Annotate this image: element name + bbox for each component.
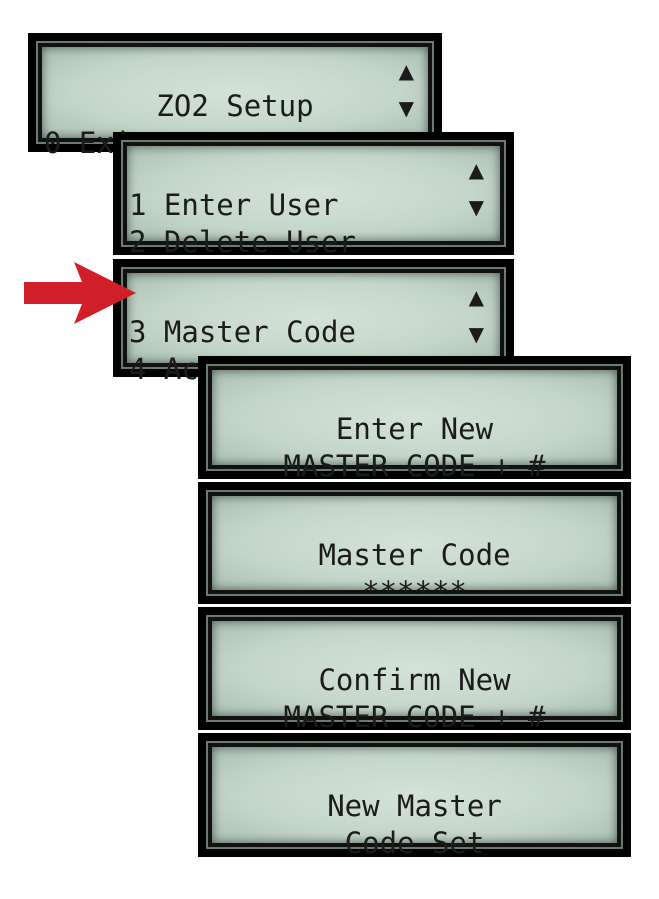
lcd-line-1: ZO2 Setup ▲ <box>42 51 428 199</box>
lcd-line-1: Master Code <box>212 500 617 611</box>
lcd-line-2: 2 Delete User ▼ <box>127 187 500 335</box>
prompt-text: MASTER CODE + # <box>283 700 546 734</box>
lcd-line-2: MASTER CODE + # <box>212 411 617 522</box>
lcd-screen-code-set: New Master Code Set <box>198 733 631 860</box>
lcd-line-1: New Master <box>212 751 617 862</box>
lcd-screen-code-entry: Master Code ****** <box>198 482 631 609</box>
masked-code: ****** <box>362 575 467 609</box>
lcd-line-2: MASTER CODE + # <box>212 662 617 773</box>
lcd-display: 1 Enter User ▲ 2 Delete User ▼ <box>127 146 500 259</box>
lcd-screen-users: 1 Enter User ▲ 2 Delete User ▼ <box>113 132 514 259</box>
lcd-display: 3 Master Code ▲ 4 Access Modes ▼ <box>127 273 500 386</box>
lcd-display: ZO2 Setup ▲ 0 Exit ▼ <box>42 47 428 160</box>
lcd-display: Enter New MASTER CODE + # <box>212 370 617 483</box>
prompt-text: Master Code <box>318 538 511 572</box>
lcd-bezel: ZO2 Setup ▲ 0 Exit ▼ <box>36 41 434 160</box>
lcd-line-2: Code Set <box>212 788 617 899</box>
up-triangle-icon: ▲ <box>468 285 484 309</box>
status-text: New Master <box>327 789 502 823</box>
lcd-line-1: 1 Enter User ▲ <box>127 150 500 298</box>
prompt-text: Confirm New <box>318 663 511 697</box>
red-right-arrow-icon <box>24 262 136 324</box>
lcd-bezel: New Master Code Set <box>206 741 623 860</box>
status-text: Code Set <box>344 826 485 860</box>
menu-item-master-code: 3 Master Code <box>129 315 356 349</box>
lcd-line-1: Enter New <box>212 374 617 485</box>
prompt-text: MASTER CODE + # <box>283 449 546 483</box>
down-triangle-icon: ▼ <box>468 195 484 219</box>
lcd-title: ZO2 Setup <box>156 89 314 123</box>
lcd-line-1: Confirm New <box>212 625 617 736</box>
menu-item-enter-user: 1 Enter User <box>129 188 339 222</box>
menu-item-delete-user: 2 Delete User <box>129 225 356 259</box>
lcd-line-1: 3 Master Code ▲ <box>127 277 500 425</box>
lcd-screen-enter-new: Enter New MASTER CODE + # <box>198 356 631 483</box>
down-triangle-icon: ▼ <box>468 322 484 346</box>
lcd-display: Master Code ****** <box>212 496 617 609</box>
lcd-screen-setup: ZO2 Setup ▲ 0 Exit ▼ <box>28 33 442 160</box>
prompt-text: Enter New <box>335 412 494 446</box>
up-triangle-icon: ▲ <box>468 158 484 182</box>
lcd-bezel: Enter New MASTER CODE + # <box>206 364 623 483</box>
lcd-bezel: Master Code ****** <box>206 490 623 609</box>
lcd-bezel: 3 Master Code ▲ 4 Access Modes ▼ <box>121 267 506 386</box>
down-triangle-icon: ▼ <box>398 96 414 120</box>
up-triangle-icon: ▲ <box>398 59 414 83</box>
lcd-display: Confirm New MASTER CODE + # <box>212 621 617 734</box>
lcd-bezel: Confirm New MASTER CODE + # <box>206 615 623 734</box>
lcd-line-2: ****** <box>212 537 617 648</box>
lcd-bezel: 1 Enter User ▲ 2 Delete User ▼ <box>121 140 506 259</box>
lcd-screen-confirm: Confirm New MASTER CODE + # <box>198 607 631 734</box>
lcd-display: New Master Code Set <box>212 747 617 860</box>
